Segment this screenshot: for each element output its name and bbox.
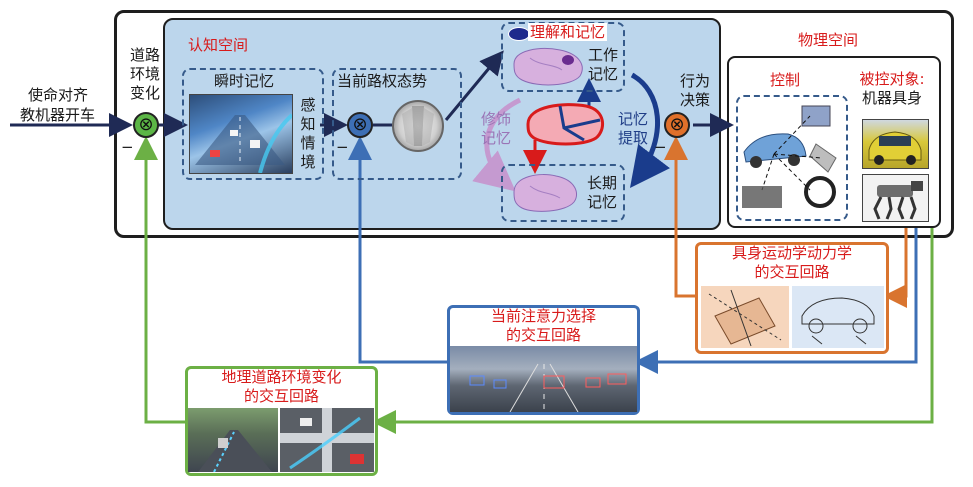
mission-line-2: 教机器开车 (20, 106, 96, 124)
working-memory-line-1: 工作 (587, 46, 618, 64)
right-of-way-label: 当前路权态势 (337, 72, 428, 90)
modify-memory-label: 修饰 记忆 (476, 110, 516, 148)
working-memory-label: 工作 记忆 (584, 46, 622, 84)
road-change-line-2: 环境 (129, 65, 160, 83)
controlled-object-label: 被控对象: 机器具身 (846, 70, 938, 108)
attention-loop-label: 当前注意力选择 的交互回路 (452, 307, 635, 345)
focus-dot-icon (508, 27, 530, 41)
embodied-kinematics-figure (701, 286, 789, 348)
minus-sign-2: − (336, 138, 349, 156)
instant-memory-label: 瞬时记忆 (214, 72, 275, 90)
long-term-memory-line-1: 长期 (586, 174, 617, 192)
long-term-memory-line-2: 记忆 (586, 193, 617, 211)
summing-junction-orange: ⊗ (664, 112, 690, 138)
memory-retrieval-line-2: 提取 (617, 129, 648, 147)
road-change-label: 道路 环境 变化 (124, 46, 166, 103)
cognitive-space-title: 认知空间 (188, 36, 249, 54)
right-of-way-image (392, 100, 444, 152)
right-of-way-box (332, 68, 462, 180)
vehicle-control-diagram (740, 98, 844, 220)
perception-line-1: 感知 (300, 96, 316, 133)
memory-retrieval-line-1: 记忆 (617, 110, 648, 128)
road-change-line-3: 变化 (129, 84, 160, 102)
summing-junction-blue: ⊗ (347, 112, 373, 138)
understanding-memory-label: 理解和记忆 (528, 23, 608, 41)
perception-label: 感知 情境 (296, 96, 320, 172)
control-box (736, 95, 848, 221)
modify-memory-line-2: 记忆 (480, 129, 511, 147)
modify-memory-line-1: 修饰 (480, 110, 511, 128)
behavior-decision-label: 行为 决策 (675, 72, 715, 110)
attention-loop-line-1: 当前注意力选择 (490, 307, 596, 325)
memory-retrieval-label: 记忆 提取 (613, 110, 653, 148)
road-change-line-1: 道路 (129, 46, 160, 64)
attention-road-image (450, 346, 637, 413)
working-memory-line-2: 记忆 (587, 65, 618, 83)
geo-road-loop-line-1: 地理道路环境变化 (221, 368, 342, 386)
mission-line-1: 使命对齐 (28, 86, 89, 104)
behavior-decision-line-2: 决策 (679, 91, 710, 109)
long-term-memory-box (501, 164, 625, 222)
attention-loop-line-2: 的交互回路 (505, 326, 581, 344)
geo-road-image-1 (188, 408, 278, 473)
center-brain-icon (524, 100, 608, 150)
instant-memory-box (182, 68, 324, 180)
geo-road-loop-line-2: 的交互回路 (243, 387, 319, 405)
minus-sign-1: − (121, 138, 134, 156)
embodied-loop-line-1: 具身运动学动力学 (731, 244, 852, 262)
perception-line-2: 情境 (300, 134, 316, 171)
working-brain-icon (510, 44, 588, 92)
embodied-loop-label: 具身运动学动力学 的交互回路 (700, 244, 884, 282)
geo-road-loop-label: 地理道路环境变化 的交互回路 (190, 368, 373, 406)
embodied-dynamics-figure (792, 286, 884, 348)
robot-dog-image (862, 174, 929, 222)
physical-space-title: 物理空间 (798, 31, 859, 49)
perception-scene-image (189, 94, 294, 174)
minus-sign-3: − (654, 138, 667, 156)
taxi-car-image (862, 119, 929, 169)
summing-junction-green: ⊗ (133, 112, 159, 138)
controlled-object-line-1: 被控对象: (859, 70, 925, 88)
embodied-loop-line-2: 的交互回路 (754, 263, 830, 281)
long-term-memory-label: 长期 记忆 (582, 174, 622, 212)
controlled-object-line-2: 机器具身 (861, 89, 922, 107)
geo-road-image-2 (280, 408, 374, 472)
control-label: 控制 (770, 71, 801, 89)
behavior-decision-line-1: 行为 (679, 72, 710, 90)
long-term-brain-icon (510, 170, 582, 220)
